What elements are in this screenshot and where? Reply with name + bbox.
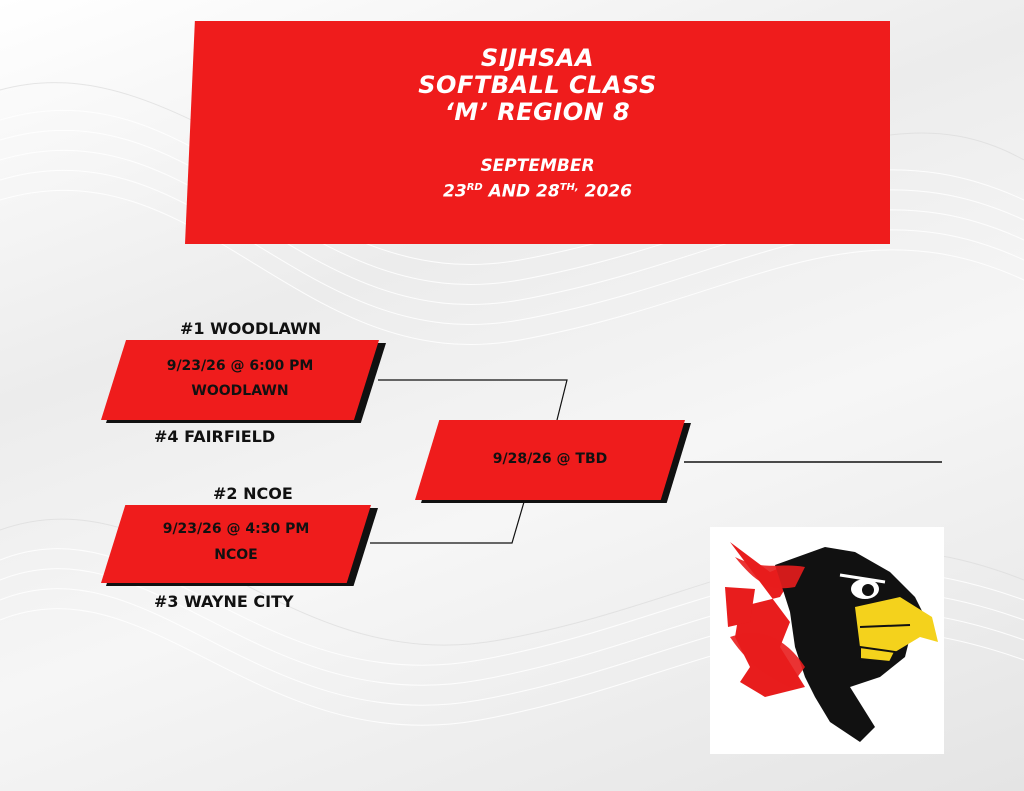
title-line-2: SOFTBALL CLASS [418, 71, 657, 99]
date-days: 23RD AND 28TH, 2026 [185, 177, 890, 203]
date-month: SEPTEMBER [480, 156, 595, 176]
title-line-1: SIJHSAA [480, 44, 595, 72]
game1-box: 9/23/26 @ 6:00 PM WOODLAWN [101, 340, 379, 420]
title-line-3: ‘M’ REGION 8 [444, 98, 631, 126]
team-seed2: #2 NCOE [213, 484, 293, 503]
header-banner: SIJHSAA SOFTBALL CLASS ‘M’ REGION 8 SEPT… [185, 21, 890, 244]
final-box: 9/28/26 @ TBD [415, 420, 685, 500]
game2-time: 9/23/26 @ 4:30 PM [162, 521, 310, 537]
date-day1: 23 [443, 181, 467, 202]
team-seed1: #1 WOODLAWN [180, 319, 322, 338]
game2-box: 9/23/26 @ 4:30 PM NCOE [101, 505, 371, 583]
date-and: AND 28 [482, 181, 560, 202]
date: SEPTEMBER 23RD AND 28TH, 2026 [185, 156, 890, 203]
bracket-line-bottom [370, 501, 525, 544]
team-seed4: #4 FAIRFIELD [154, 427, 276, 446]
game2-site: NCOE [214, 547, 258, 563]
redbird-mascot-icon [710, 527, 944, 754]
game1-site: WOODLAWN [191, 383, 289, 399]
date-sup1: RD [466, 182, 483, 193]
bracket-line-top [378, 379, 568, 421]
final-time: 9/28/26 @ TBD [492, 451, 608, 467]
date-year: 2026 [578, 181, 632, 202]
team-seed3: #3 WAYNE CITY [154, 592, 294, 611]
game1-time: 9/23/26 @ 6:00 PM [166, 358, 314, 374]
title: SIJHSAA SOFTBALL CLASS ‘M’ REGION 8 [185, 45, 890, 126]
date-sup2: TH, [559, 182, 579, 193]
